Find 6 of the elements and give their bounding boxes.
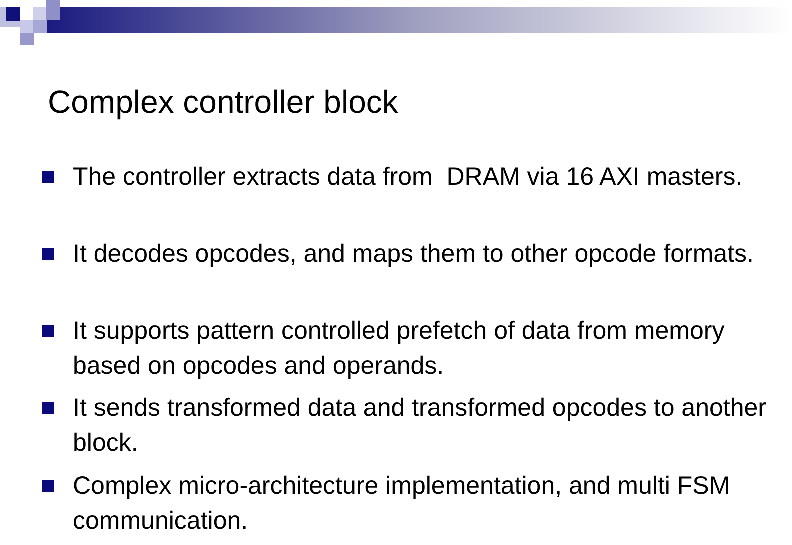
bullet-text: It decodes opcodes, and maps them to other opcode formats. [73,239,755,270]
bullet-text: It sends transformed data and transformed opcodes to another block. [73,393,768,459]
bullet-text: The controller extracts data from DRAM via 16 AXI masters. [73,162,744,193]
bullet-text: It supports pattern controlled prefetch of data from memory based on opcodes and operands. [73,316,726,382]
bullet-text: Complex micro-architecture implementation, and multi FSM communication. [73,471,732,537]
slide-title: Complex controller block [48,84,398,121]
